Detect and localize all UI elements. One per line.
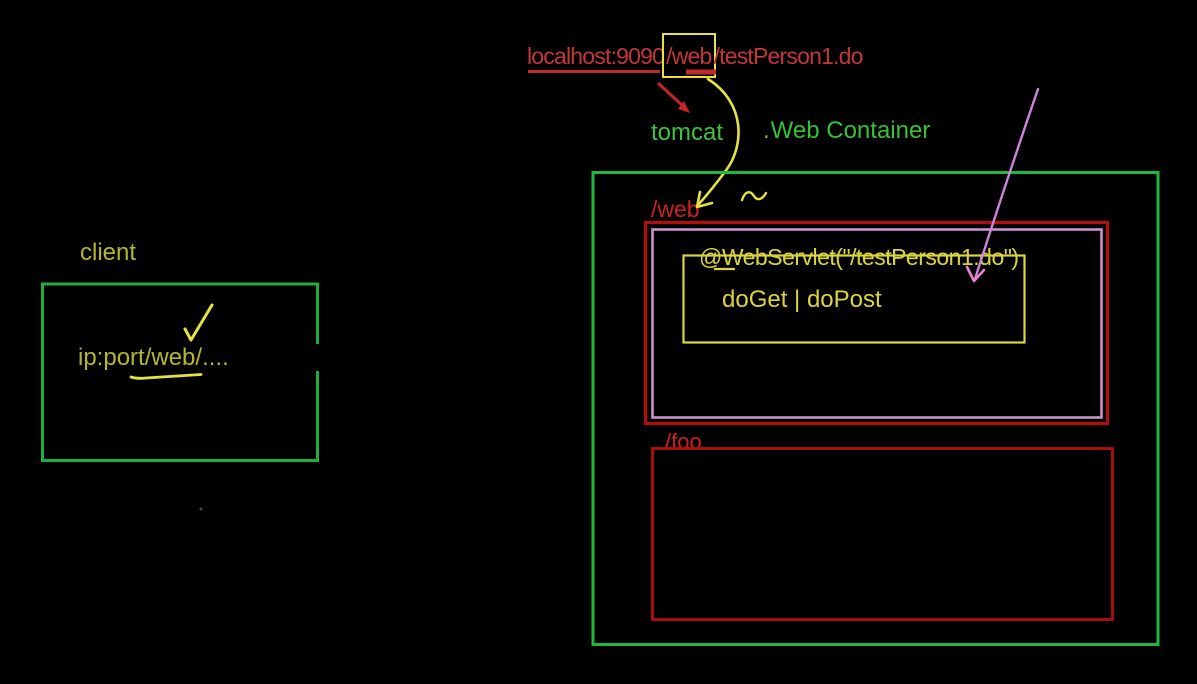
dot-mark: .: [763, 117, 770, 144]
client-url-label: ip:port/web/....: [78, 344, 229, 371]
url-servlet-path: /testPerson1.do: [713, 43, 864, 69]
url-web-segment-highlight-box: /web: [662, 33, 716, 79]
webservlet-annotation-label: @WebServlet("/testPerson1.do"): [699, 244, 1019, 270]
web-container-label-group: . Web Container: [763, 117, 931, 144]
client-label: client: [80, 239, 137, 266]
web-context-path-label: /web: [651, 196, 700, 222]
request-url: localhost:9090/web/testPerson1.do: [527, 33, 864, 79]
doget-dopost-label: doGet | doPost: [722, 286, 882, 313]
foo-context-path-label: /foo: [665, 429, 702, 454]
tomcat-label: tomcat: [651, 119, 724, 146]
web-container-label: Web Container: [770, 117, 931, 144]
url-host-port: localhost:9090: [527, 43, 665, 69]
